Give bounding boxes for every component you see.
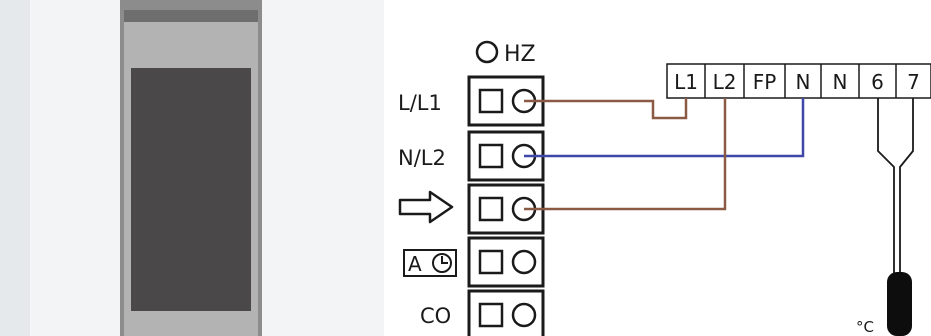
- auto-label: A: [408, 252, 422, 276]
- wire-arrow-to-l2: [524, 98, 727, 211]
- terminal-label: FP: [753, 70, 777, 94]
- device-display: [131, 68, 251, 311]
- row-label-n-l2: N/L2: [398, 146, 446, 170]
- connector-row-arrow: [398, 183, 545, 235]
- screw-slot-icon: [478, 143, 504, 169]
- screw-icon: [511, 249, 537, 275]
- clock-icon: [432, 253, 452, 273]
- auto-clock-badge: [403, 249, 457, 277]
- sensor-probe: [887, 272, 912, 336]
- hz-label: HZ: [504, 42, 536, 67]
- hz-circle-icon: [475, 40, 499, 64]
- screw-slot-icon: [478, 249, 504, 275]
- connector-row-auto-clock: A: [403, 236, 545, 288]
- screw-slot-icon: [478, 302, 504, 328]
- row-label-co: CO: [420, 304, 451, 328]
- terminal-housing: [467, 289, 545, 336]
- wire-l-l1-to-l1: [524, 98, 688, 120]
- terminal-strip: L1 L2 FP N N 6 7: [666, 63, 931, 99]
- connector-row-l-l1: L/L1: [398, 75, 545, 127]
- wire-n-l2-to-n: [524, 98, 805, 158]
- screw-slot-icon: [478, 196, 504, 222]
- terminal-label: N: [833, 70, 848, 94]
- connector-row-co: CO: [420, 289, 545, 336]
- sensor-unit-label: °C: [856, 318, 874, 336]
- arrow-right-icon: [398, 190, 454, 224]
- terminal-label: 6: [871, 70, 884, 94]
- terminal-label: N: [796, 70, 811, 94]
- terminal-label: L1: [674, 70, 698, 94]
- screw-icon: [511, 302, 537, 328]
- wires: [524, 98, 805, 211]
- terminal-strip-frame: [666, 63, 931, 99]
- row-label-l-l1: L/L1: [398, 91, 442, 115]
- terminal-label: L2: [713, 70, 737, 94]
- terminal-housing: [467, 236, 545, 288]
- thermostat-device: [0, 0, 384, 336]
- device-frame-top: [124, 10, 258, 22]
- housing-edge-shade: [0, 0, 30, 336]
- connector-row-n-l2: N/L2: [398, 130, 545, 182]
- temperature-sensor-icon: °C: [856, 98, 914, 336]
- connector-block: HZ L/L1 N/L2 A: [398, 40, 545, 336]
- terminal-label: 7: [907, 70, 920, 94]
- screw-slot-icon: [478, 88, 504, 114]
